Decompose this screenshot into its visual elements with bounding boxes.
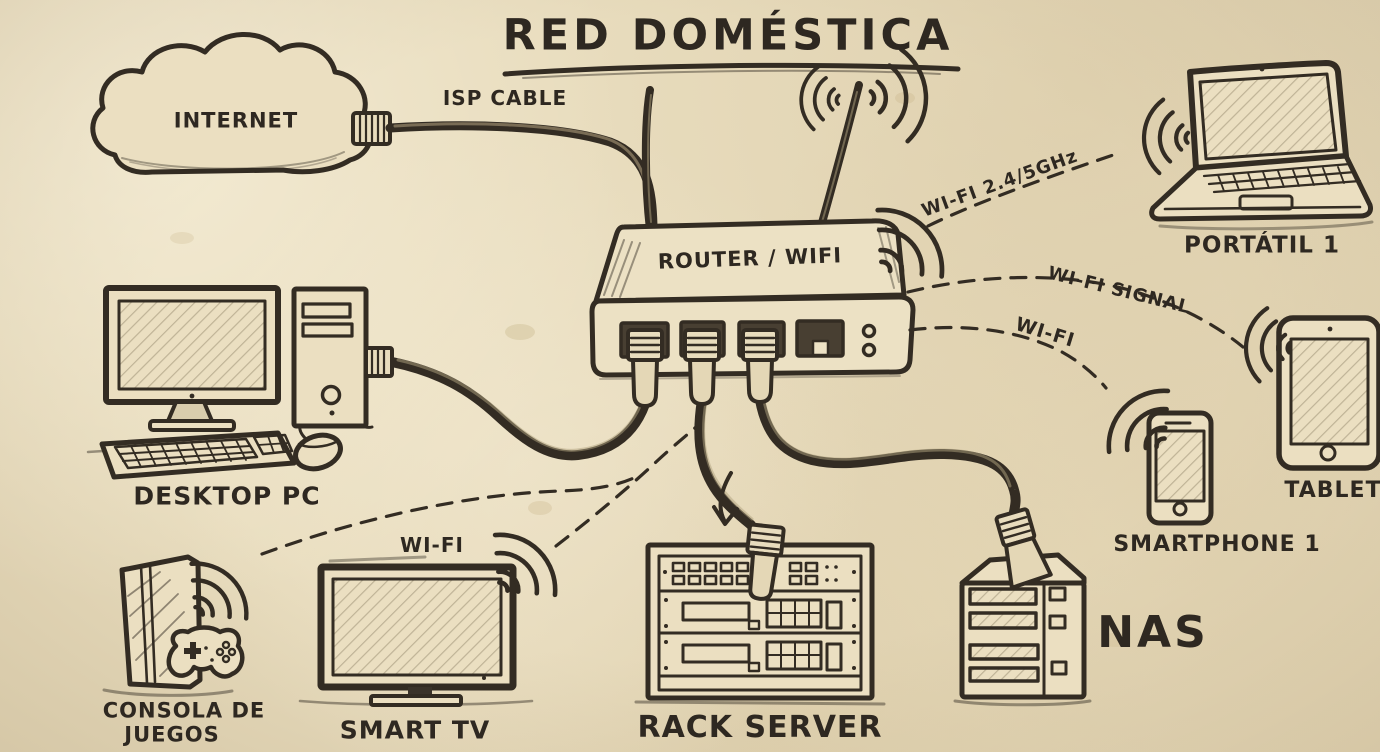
console-label-line1: CONSOLA DE — [102, 698, 266, 723]
antenna-wifi-arcs-left — [797, 64, 843, 133]
router-plug-1 — [626, 328, 664, 408]
router-led-1 — [861, 323, 877, 339]
nas-bay-1 — [968, 587, 1038, 606]
smart-tv — [298, 555, 534, 707]
router-plug-2 — [683, 328, 721, 406]
rack-unit-patch-panel — [663, 561, 856, 586]
console-label-line2: JUEGOS — [124, 722, 220, 747]
tablet-device — [1276, 315, 1380, 471]
rack-server — [634, 542, 886, 706]
rack-unit-server-2 — [664, 640, 856, 673]
link-router-smartphone — [908, 325, 1108, 390]
isp-cable-label: ISP CABLE — [442, 86, 568, 110]
desktop-pc — [86, 285, 394, 480]
smartphone-label: SMARTPHONE 1 — [1113, 532, 1321, 557]
diagram-title: RED DOMÉSTICA — [502, 10, 954, 61]
rack-server-label: RACK SERVER — [637, 710, 883, 745]
laptop-device — [1149, 60, 1374, 231]
router-led-2 — [861, 342, 877, 358]
gamepad-icon — [166, 625, 245, 679]
link-router-tv — [554, 425, 698, 548]
router-antenna-left — [641, 86, 654, 234]
nas-label: NAS — [1097, 607, 1209, 658]
arrow-down-icon — [712, 471, 739, 526]
laptop-label: PORTÁTIL 1 — [1184, 232, 1340, 259]
tablet-label: TABLET — [1284, 478, 1380, 503]
nas-bay-2 — [968, 611, 1038, 630]
desktop-keyboard — [99, 430, 297, 480]
cable-router-to-nas — [755, 395, 1021, 517]
link-router-tablet — [906, 275, 1245, 349]
tv-wifi-label: WI-FI — [400, 533, 464, 557]
nas-bay-3 — [968, 643, 1040, 661]
internet-cloud — [90, 32, 392, 175]
nas-plug — [994, 507, 1053, 590]
link-router-laptop — [926, 150, 1124, 228]
rack-unit-server-1 — [664, 598, 856, 631]
nas-bay-4 — [968, 666, 1040, 683]
game-console — [102, 554, 245, 697]
router-plug-3 — [741, 328, 779, 404]
smart-tv-label: SMART TV — [339, 715, 491, 745]
internet-label: INTERNET — [173, 108, 299, 133]
rack-plug — [745, 522, 786, 601]
paper-stains — [170, 92, 1129, 647]
desktop-pc-label: DESKTOP PC — [133, 481, 321, 511]
router-antenna-right — [816, 81, 863, 234]
desktop-tower — [291, 286, 394, 429]
link-router-console — [260, 474, 640, 556]
cable-router-to-rack — [694, 395, 756, 530]
laptop-wifi-arcs — [1142, 99, 1190, 175]
wireless-links — [260, 150, 1245, 556]
isp-cable — [385, 121, 658, 231]
cable-router-to-desktop — [387, 357, 650, 461]
cloud-plug — [351, 111, 392, 146]
